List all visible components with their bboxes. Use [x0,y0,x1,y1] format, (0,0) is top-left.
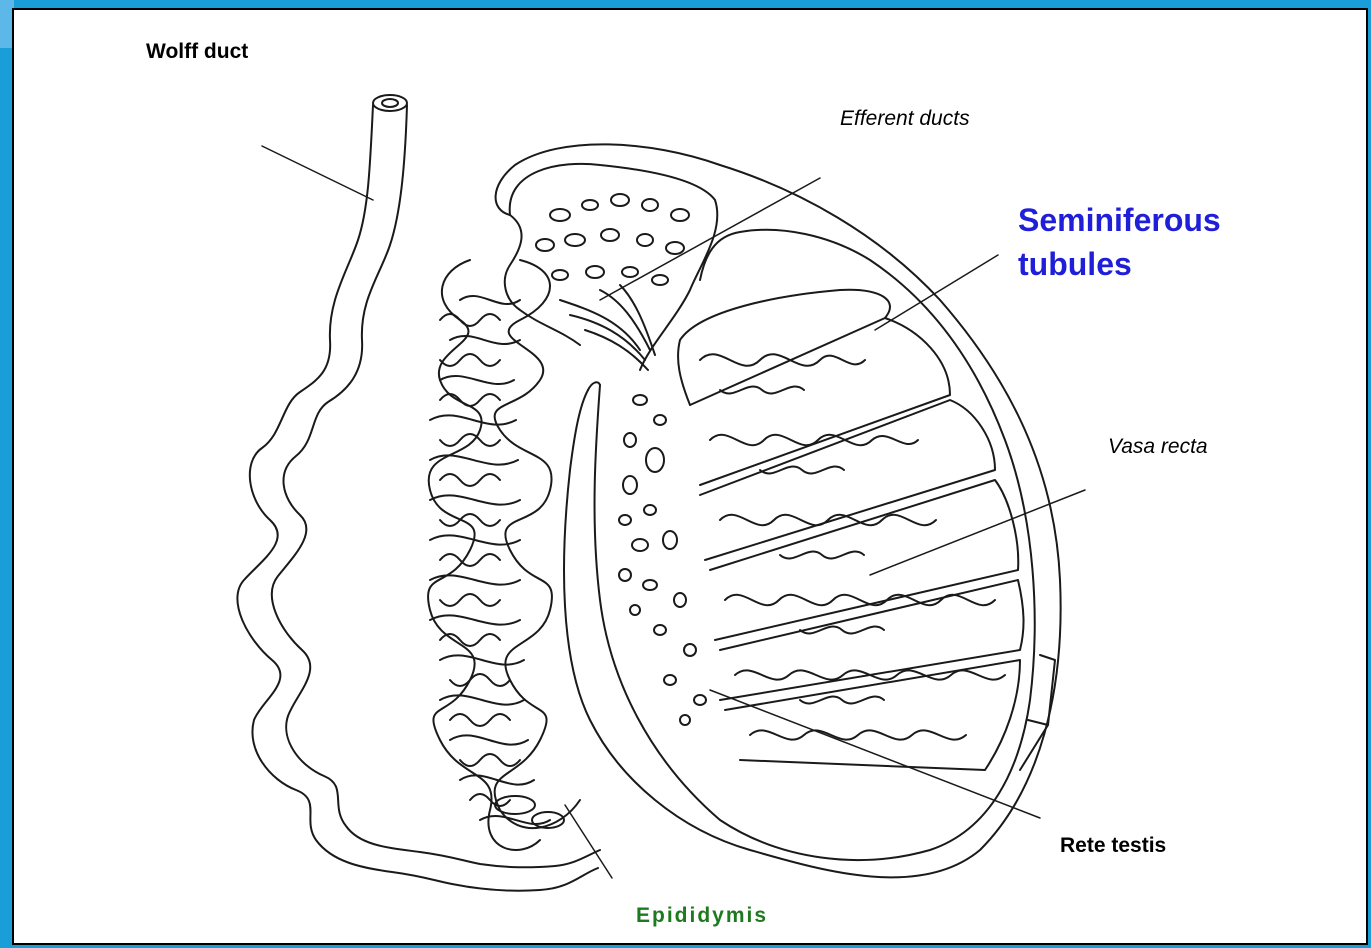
wolff-duct-tube [237,95,600,891]
epididymis-label: Epididymis [636,904,768,928]
rete-testis-network [619,395,706,725]
vasa-recta-label: Vasa recta [1108,435,1208,459]
seminiferous-label-line1: Seminiferous [1018,198,1221,242]
rete-testis-label: Rete testis [1060,834,1166,858]
wolff-duct-label: Wolff duct [146,40,248,64]
epididymis-leader [565,805,612,878]
wolff-duct-leader [262,146,373,200]
testis-capsule [496,144,1061,877]
vasa-recta-leader [870,490,1085,575]
rete-testis-leader [710,690,1040,818]
efferent-ducts-leader [600,178,820,300]
seminiferous-tubules-label: Seminiferous tubules [1018,198,1221,286]
epididymis-coil [428,260,580,850]
seminiferous-label-line2: tubules [1018,242,1221,286]
efferent-ducts-label: Efferent ducts [840,107,970,131]
